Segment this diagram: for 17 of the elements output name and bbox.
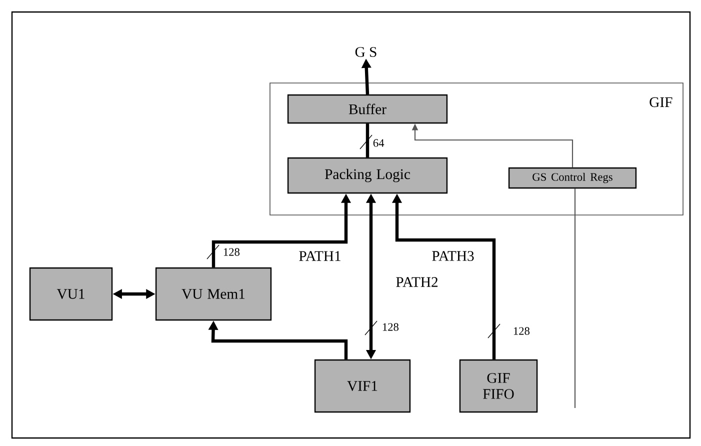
connector: [574, 188, 576, 408]
path-label: PATH3: [432, 251, 474, 261]
block: VIF1: [314, 359, 411, 413]
block: VU1: [29, 267, 113, 321]
connector: [366, 124, 370, 158]
block: GIF FIFO: [459, 359, 538, 413]
inner-block: Buffer: [287, 94, 448, 124]
inner-block: GS Control Regs: [508, 167, 637, 189]
block: VU Mem1: [155, 267, 272, 321]
bus-width: 128: [514, 327, 530, 335]
path-label: PATH1: [299, 251, 340, 261]
path-label: PATH2: [396, 277, 438, 287]
bus-width: 128: [224, 248, 240, 256]
bus-width: 64: [373, 139, 384, 147]
output-label: G S: [355, 47, 376, 57]
inner-block: Packing Logic: [287, 157, 448, 194]
bus-width: 128: [382, 323, 398, 331]
